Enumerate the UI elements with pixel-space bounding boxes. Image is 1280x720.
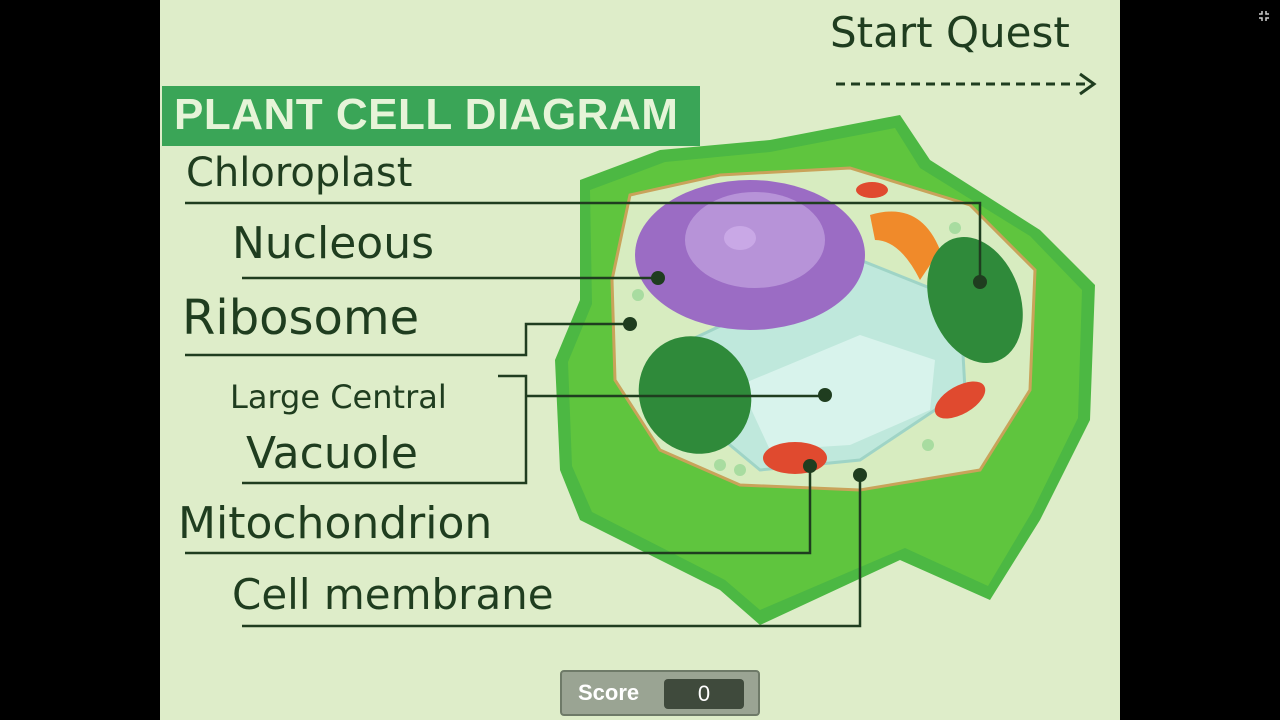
label-cell-membrane[interactable]: Cell membrane [232, 570, 554, 619]
ribosome-dot [734, 464, 746, 476]
golgi [870, 211, 940, 280]
leader-membrane [242, 475, 862, 628]
mitochondrion-right [934, 381, 986, 419]
dashed-arrow-icon [836, 72, 1097, 96]
score-panel: Score 0 [560, 670, 760, 716]
label-ribosome[interactable]: Ribosome [182, 290, 420, 346]
nucleolus [724, 226, 756, 250]
title-banner: PLANT CELL DIAGRAM [162, 86, 700, 146]
start-quest-label: Start Quest [830, 8, 1070, 57]
label-mitochondrion[interactable]: Mitochondrion [178, 498, 493, 549]
marker-mitochondrion [803, 459, 817, 473]
mitochondrion-bottom [763, 442, 827, 474]
ribosome-dot [632, 289, 644, 301]
mitochondrion-top [856, 182, 888, 198]
ribosome-dot [714, 459, 726, 471]
leader-chloroplast [185, 201, 982, 282]
ribosome-dot [922, 439, 934, 451]
leader-mitochondrion [185, 466, 812, 555]
fullscreen-icon[interactable] [1258, 10, 1270, 22]
leader-ribosome [185, 322, 630, 357]
leader-vacuole [242, 374, 825, 485]
marker-vacuole [818, 388, 832, 402]
label-vacuole-line2[interactable]: Vacuole [246, 428, 418, 479]
marker-membrane [853, 468, 867, 482]
plant-cell-diagram [185, 115, 1095, 628]
label-nucleous[interactable]: Nucleous [232, 218, 435, 269]
score-value: 0 [664, 679, 744, 709]
score-label: Score [578, 680, 640, 705]
label-vacuole-line1[interactable]: Large Central [230, 378, 447, 416]
ribosome-dot [949, 222, 961, 234]
marker-chloroplast [973, 275, 987, 289]
chloroplast-right [927, 237, 1023, 363]
page-title: PLANT CELL DIAGRAM [174, 90, 679, 139]
vacuole-inner [740, 335, 935, 450]
marker-nucleous [651, 271, 665, 285]
game-stage: PLANT CELL DIAGRAM Start Quest Chloropla… [160, 0, 1120, 720]
label-chloroplast[interactable]: Chloroplast [186, 150, 413, 196]
marker-ribosome [623, 317, 637, 331]
